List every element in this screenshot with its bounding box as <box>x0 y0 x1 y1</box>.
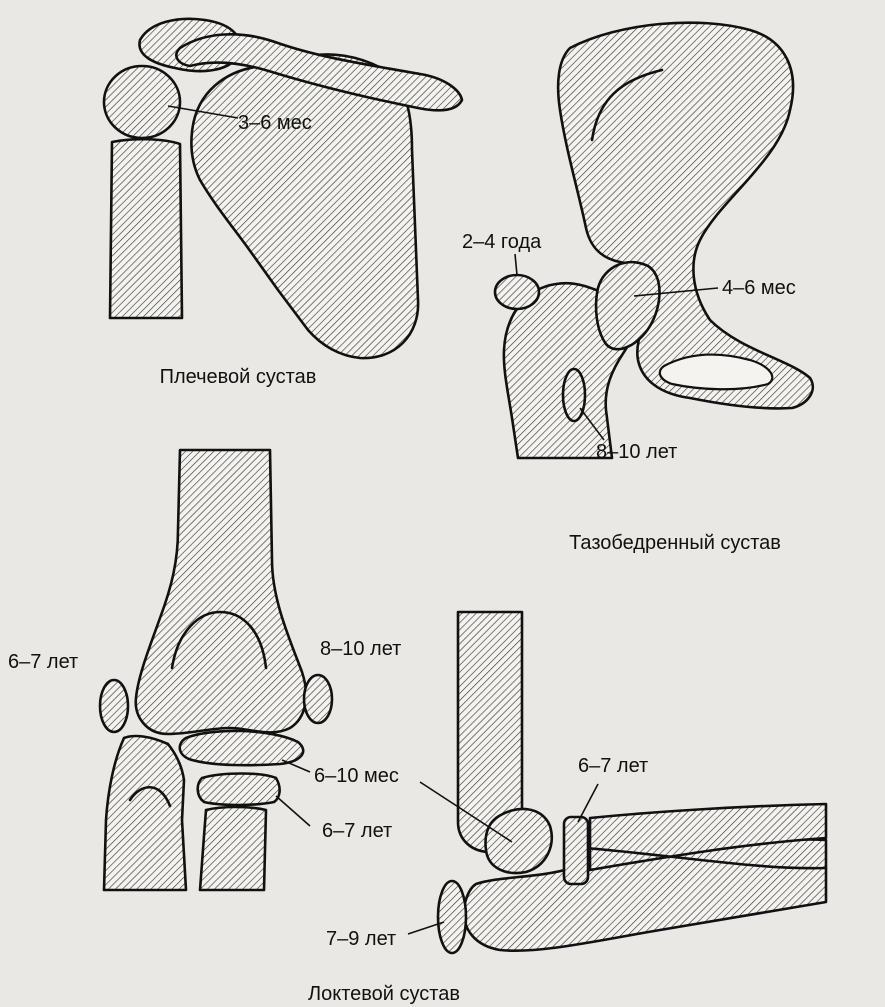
humeral-head-epiphysis <box>104 66 180 138</box>
medial-epicondyle-epiphysis <box>100 680 128 732</box>
distal-humerus <box>136 450 306 734</box>
shoulder-joint: 3–6 мес Плечевой сустав <box>104 19 462 388</box>
label-capitellum: 6–10 мес <box>314 765 399 787</box>
label-radial-head-front: 6–7 лет <box>322 820 392 842</box>
label-olecranon: 7–9 лет <box>326 928 396 950</box>
greater-trochanter-epiphysis <box>495 275 539 309</box>
label-medial-epicondyle: 6–7 лет <box>8 651 78 673</box>
hip-joint: 2–4 года 4–6 мес 8–10 лет Тазобедренный … <box>462 23 813 554</box>
capitellum-epiphysis <box>180 731 303 765</box>
rh-front-leader <box>276 796 310 826</box>
humerus-shaft <box>110 139 182 318</box>
gt-leader <box>515 254 517 275</box>
elbow-front-view: 6–7 лет 8–10 лет 6–10 мес 6–7 лет <box>8 450 401 890</box>
label-lesser-trochanter: 8–10 лет <box>596 441 677 463</box>
capitellum-side-epiphysis <box>485 809 551 873</box>
elbow-side-view: 6–7 лет 7–9 лет Локтевой сустав <box>308 612 826 1005</box>
label-femoral-head: 4–6 мес <box>722 277 796 299</box>
label-radial-head-side: 6–7 лет <box>578 755 648 777</box>
caption-hip: Тазобедренный сустав <box>569 532 781 554</box>
cap-leader <box>282 760 310 772</box>
radial-head-side-epiphysis <box>564 817 588 884</box>
lateral-epicondyle-epiphysis <box>304 675 332 723</box>
label-shoulder-head: 3–6 мес <box>238 112 312 134</box>
label-greater-trochanter: 2–4 года <box>462 231 542 253</box>
lesser-trochanter-epiphysis <box>563 369 585 421</box>
caption-elbow: Локтевой сустав <box>308 983 460 1005</box>
radius-front <box>200 807 266 890</box>
radial-head-front-epiphysis <box>198 774 280 806</box>
ulna-front <box>104 736 186 890</box>
caption-shoulder: Плечевой сустав <box>160 366 317 388</box>
olecranon-epiphysis <box>438 881 466 953</box>
label-lateral-epicondyle: 8–10 лет <box>320 638 401 660</box>
